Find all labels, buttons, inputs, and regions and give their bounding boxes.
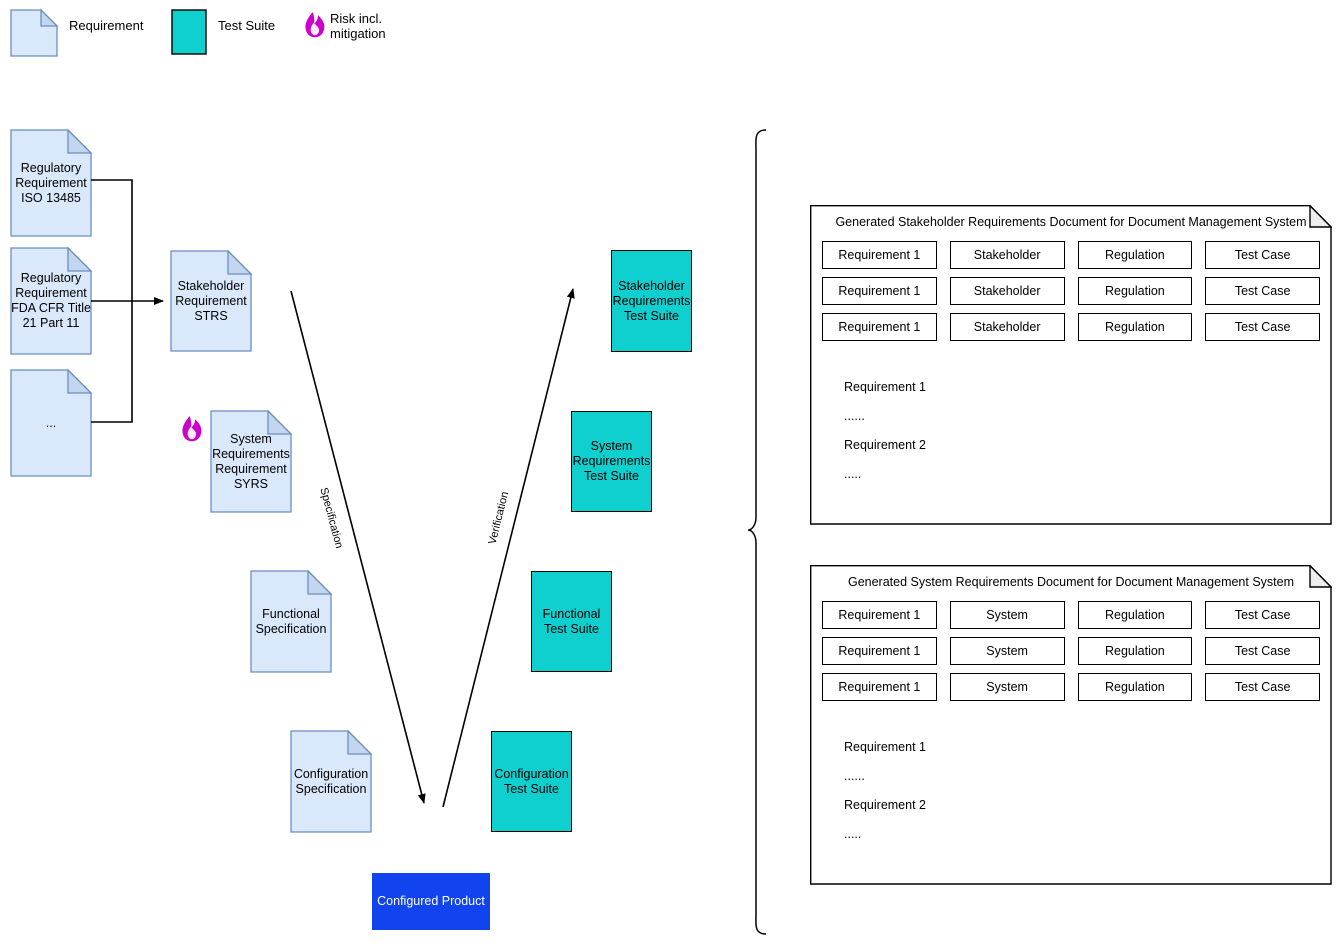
node-label: Functional Specification — [255, 606, 327, 636]
table-row: Requirement 1 System Regulation Test Cas… — [822, 601, 1320, 629]
legend-label-test-suite: Test Suite — [218, 18, 276, 33]
legend-item-requirement: Requirement — [57, 18, 143, 33]
body-line: Requirement 1 — [844, 380, 926, 394]
node-stakeholder-requirements-test-suite[interactable]: Stakeholder Requirements Test Suite — [611, 250, 692, 352]
table-cell-source[interactable]: System — [949, 601, 1065, 629]
node-label: Functional Test Suite — [542, 606, 601, 636]
generated-doc-shape — [810, 565, 1332, 885]
legend-test-suite-icon — [171, 9, 207, 55]
table-cell-regulation[interactable]: Regulation — [1077, 313, 1193, 341]
generated-doc-shape — [810, 205, 1332, 525]
body-line: Requirement 1 — [844, 740, 926, 754]
body-line: Requirement 2 — [844, 438, 926, 452]
table-cell-regulation[interactable]: Regulation — [1077, 637, 1193, 665]
legend-item-risk: Risk incl. mitigation — [318, 11, 386, 41]
connector-regulatory-to-strs — [91, 179, 164, 423]
table-cell-requirement[interactable]: Requirement 1 — [822, 673, 937, 701]
table-cell-test-case[interactable]: Test Case — [1205, 313, 1320, 341]
table-cell-requirement[interactable]: Requirement 1 — [822, 601, 937, 629]
table-cell-source[interactable]: Stakeholder — [949, 277, 1065, 305]
table-row: Requirement 1 System Regulation Test Cas… — [822, 637, 1320, 665]
table-row: Requirement 1 Stakeholder Regulation Tes… — [822, 313, 1320, 341]
body-line: ...... — [844, 769, 865, 783]
legend-label-risk: Risk incl. mitigation — [330, 11, 386, 41]
risk-flame-icon — [182, 416, 202, 442]
table-cell-test-case[interactable]: Test Case — [1205, 601, 1320, 629]
table-cell-regulation[interactable]: Regulation — [1077, 601, 1193, 629]
table-cell-source[interactable]: Stakeholder — [949, 313, 1065, 341]
generated-doc-table: Requirement 1 System Regulation Test Cas… — [822, 601, 1320, 709]
node-configuration-test-suite[interactable]: Configuration Test Suite — [491, 731, 572, 832]
node-regulatory-fda[interactable]: Regulatory Requirement FDA CFR Title 21 … — [11, 248, 91, 354]
node-functional-specification[interactable]: Functional Specification — [251, 571, 331, 672]
node-label: Regulatory Requirement FDA CFR Title 21 … — [11, 271, 91, 330]
node-regulatory-iso[interactable]: Regulatory Requirement ISO 13485 — [11, 130, 91, 236]
table-row: Requirement 1 Stakeholder Regulation Tes… — [822, 241, 1320, 269]
generated-doc-title: Generated Stakeholder Requirements Docum… — [835, 215, 1307, 229]
node-label: ... — [45, 415, 57, 430]
generated-doc-title: Generated System Requirements Document f… — [847, 575, 1295, 589]
legend-label-requirement: Requirement — [69, 18, 144, 33]
table-cell-regulation[interactable]: Regulation — [1077, 277, 1193, 305]
node-configuration-specification[interactable]: Configuration Specification — [291, 731, 371, 832]
table-cell-test-case[interactable]: Test Case — [1205, 241, 1320, 269]
node-label: Stakeholder Requirements Test Suite — [612, 278, 691, 323]
node-label: Regulatory Requirement ISO 13485 — [15, 160, 87, 205]
table-row: Requirement 1 System Regulation Test Cas… — [822, 673, 1320, 701]
generated-stakeholder-requirements-document[interactable]: Generated Stakeholder Requirements Docum… — [810, 205, 1332, 525]
node-configured-product[interactable]: Configured Product — [372, 873, 490, 930]
node-functional-test-suite[interactable]: Functional Test Suite — [531, 571, 612, 672]
body-line: ..... — [844, 827, 862, 841]
table-cell-test-case[interactable]: Test Case — [1205, 277, 1320, 305]
node-label: System Requirements Requirement SYRS — [212, 431, 290, 491]
table-row: Requirement 1 Stakeholder Regulation Tes… — [822, 277, 1320, 305]
body-line: Requirement 2 — [844, 798, 926, 812]
grouping-brace — [747, 129, 767, 935]
table-cell-source[interactable]: Stakeholder — [949, 241, 1065, 269]
legend-item-test-suite: Test Suite — [206, 18, 275, 33]
generated-doc-body: Requirement 1 ...... Requirement 2 ..... — [844, 740, 926, 856]
generated-system-requirements-document[interactable]: Generated System Requirements Document f… — [810, 565, 1332, 885]
legend-document-icon — [10, 8, 59, 57]
node-label: Configured Product — [377, 894, 485, 908]
table-cell-source[interactable]: System — [949, 637, 1065, 665]
table-cell-requirement[interactable]: Requirement 1 — [822, 241, 937, 269]
table-cell-regulation[interactable]: Regulation — [1077, 673, 1193, 701]
edge-label-verification: Verification — [486, 490, 512, 546]
table-cell-requirement[interactable]: Requirement 1 — [822, 637, 937, 665]
table-cell-test-case[interactable]: Test Case — [1205, 637, 1320, 665]
generated-doc-table: Requirement 1 Stakeholder Regulation Tes… — [822, 241, 1320, 349]
table-cell-test-case[interactable]: Test Case — [1205, 673, 1320, 701]
node-regulatory-more[interactable]: ... — [11, 370, 91, 476]
node-label: Configuration Specification — [293, 766, 369, 796]
table-cell-requirement[interactable]: Requirement 1 — [822, 277, 937, 305]
table-cell-requirement[interactable]: Requirement 1 — [822, 313, 937, 341]
node-label: Stakeholder Requirement STRS — [175, 278, 247, 323]
edge-label-specification: Specification — [317, 486, 346, 550]
body-line: ...... — [844, 409, 865, 423]
node-label: Configuration Test Suite — [494, 766, 569, 796]
body-line: ..... — [844, 467, 862, 481]
node-system-requirements-syrs[interactable]: System Requirements Requirement SYRS — [211, 411, 291, 512]
node-label: System Requirements Test Suite — [572, 439, 651, 483]
table-cell-source[interactable]: System — [949, 673, 1065, 701]
verification-arrow — [442, 288, 575, 808]
table-cell-regulation[interactable]: Regulation — [1077, 241, 1193, 269]
generated-doc-body: Requirement 1 ...... Requirement 2 ..... — [844, 380, 926, 496]
node-system-requirements-test-suite[interactable]: System Requirements Test Suite — [571, 411, 652, 512]
specification-arrow — [290, 290, 426, 804]
node-stakeholder-requirement-strs[interactable]: Stakeholder Requirement STRS — [171, 251, 251, 351]
